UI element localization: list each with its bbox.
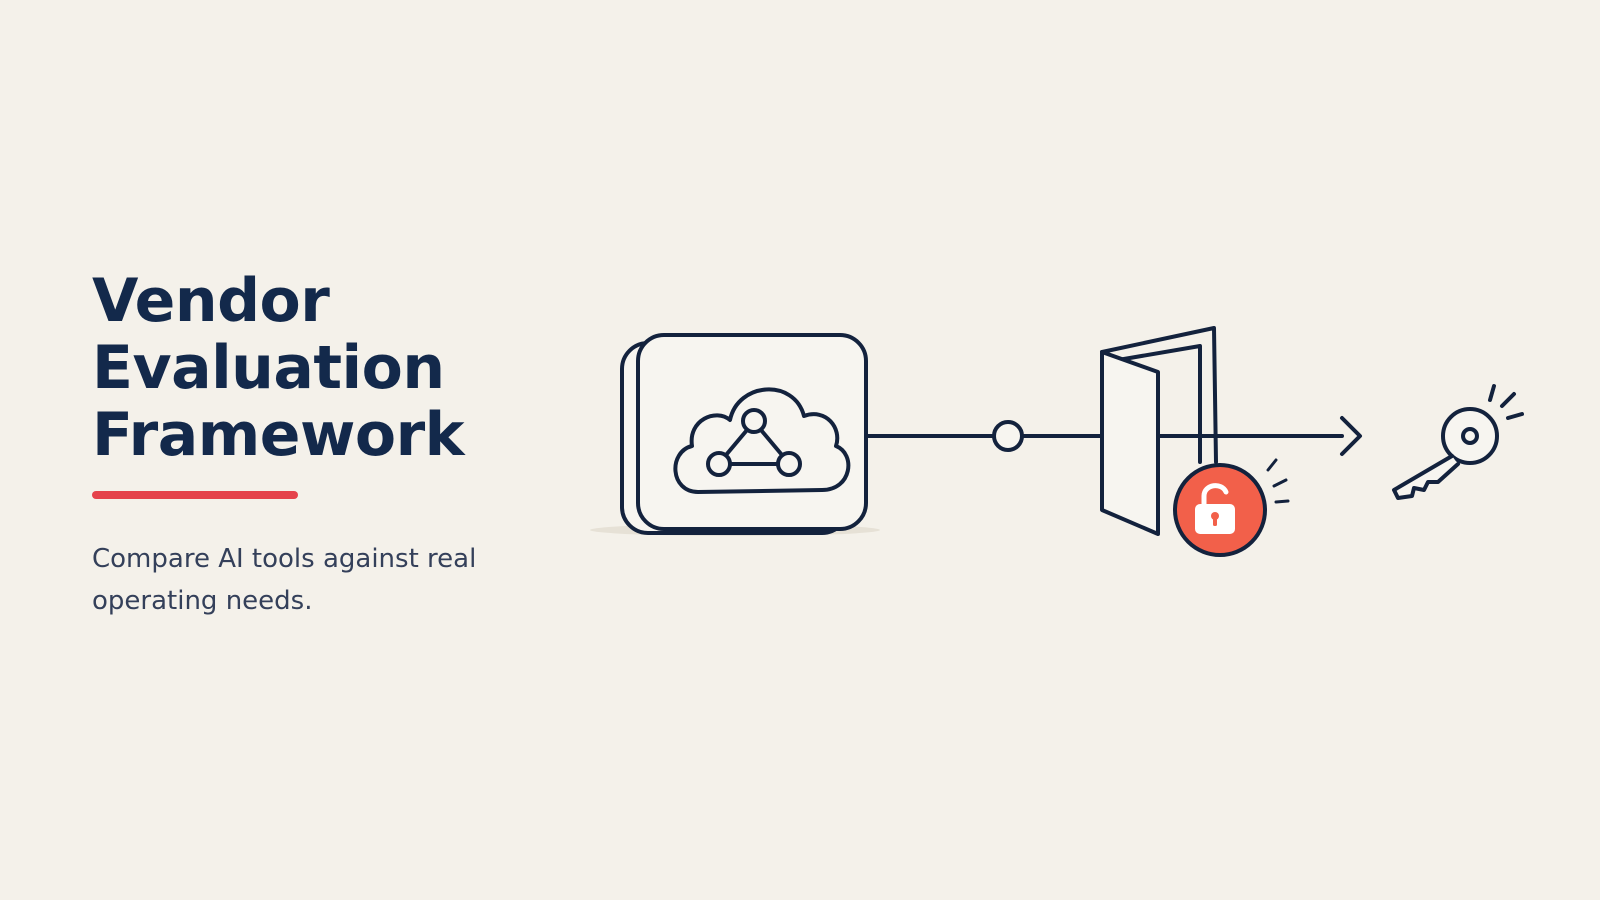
connector-node-icon xyxy=(992,420,1024,452)
key-icon xyxy=(1392,384,1524,500)
title-line-3: Framework xyxy=(92,400,465,470)
title-underline xyxy=(92,491,298,499)
unlocked-padlock-icon xyxy=(1173,458,1290,557)
title-line-2: Evaluation xyxy=(92,333,445,403)
access-flow-illustration xyxy=(590,326,1524,557)
arrow-icon xyxy=(1340,416,1362,456)
title-line-1: Vendor xyxy=(92,266,330,336)
subtitle: Compare AI tools against real operating … xyxy=(92,544,477,616)
cloud-network-card-icon xyxy=(620,333,868,535)
open-door-icon xyxy=(1100,326,1218,536)
title-block: Vendor Evaluation Framework xyxy=(92,268,572,499)
